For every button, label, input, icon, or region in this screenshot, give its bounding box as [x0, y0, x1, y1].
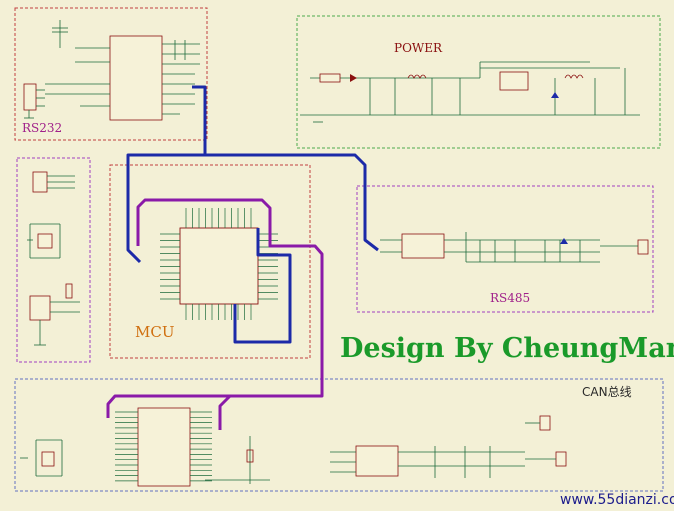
max232-chip	[109, 35, 163, 121]
rs485-frame	[356, 185, 654, 313]
can-circuit	[20, 407, 567, 487]
crystal	[37, 233, 53, 249]
reset-chip	[29, 295, 51, 321]
power-input-connector	[319, 73, 341, 83]
rs485-diode	[560, 238, 568, 244]
can-connector-1	[539, 415, 551, 431]
blue-bus	[126, 85, 379, 344]
power-circuit	[300, 61, 640, 123]
headline-text: Design By CheungMan	[340, 333, 674, 364]
can-transceiver-chip	[355, 445, 399, 477]
clock-frame	[16, 157, 91, 363]
clock-reset-circuit	[27, 171, 80, 346]
can-connector-2	[555, 451, 567, 467]
rs485-circuit	[380, 232, 649, 263]
mcu-circuit	[160, 208, 278, 320]
watermark-text: www.55dianzi.com	[560, 492, 674, 508]
rs485-label: RS485	[490, 291, 530, 305]
rs485-connector	[637, 239, 649, 255]
can-label: CAN总线	[582, 385, 632, 399]
mcu-chip	[179, 227, 259, 305]
purple-bus	[106, 198, 324, 430]
mcu-label: MCU	[135, 323, 174, 341]
power-inductor-2	[564, 74, 584, 79]
rs232-label: RS232	[22, 121, 62, 135]
power-frame	[296, 15, 661, 149]
mcu-frame	[109, 164, 311, 359]
rs232-frame	[14, 7, 208, 141]
rs232-connector	[23, 83, 37, 111]
can-controller-chip	[137, 407, 191, 487]
can-frame	[14, 378, 664, 492]
reset-resistor	[65, 283, 73, 299]
zener-diode	[551, 92, 559, 98]
can-crystal	[41, 451, 55, 467]
power-label: POWER	[394, 41, 443, 55]
power-diode	[350, 74, 357, 82]
regulator-chip	[499, 71, 529, 91]
power-inductor-1	[407, 74, 427, 79]
rs485-transceiver-chip	[401, 233, 445, 259]
rs232-circuit	[23, 20, 200, 121]
header-connector	[32, 171, 48, 193]
